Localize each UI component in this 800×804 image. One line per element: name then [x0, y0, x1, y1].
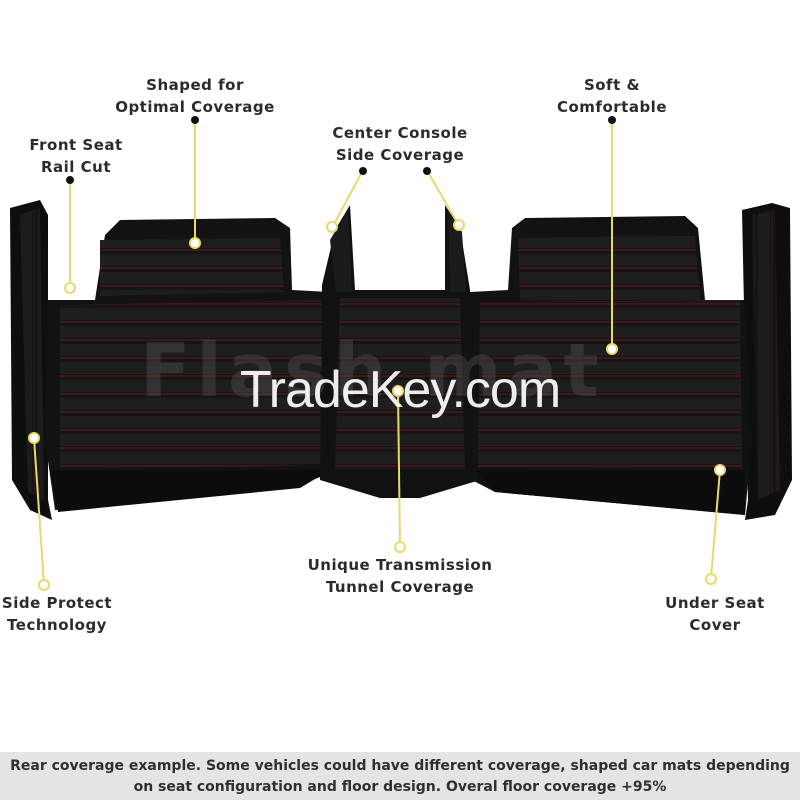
- tradekey-watermark: TradeKey.com: [239, 361, 561, 419]
- callout-tunnel-coverage: Unique Transmission Tunnel Coverage: [307, 556, 493, 596]
- callout-front-seat-rail: Front Seat Rail Cut: [29, 136, 123, 176]
- callout-soft-comfortable: Soft & Comfortable: [556, 76, 668, 116]
- callout-lines: [33, 120, 721, 585]
- coverage-caption: Rear coverage example. Some vehicles cou…: [0, 752, 800, 800]
- callout-under-seat: Under Seat Cover: [665, 594, 765, 634]
- caption-line-1: Rear coverage example. Some vehicles cou…: [10, 758, 790, 774]
- callout-side-protect: Side Protect Technology: [1, 594, 113, 634]
- callout-center-console: Center Console Side Coverage: [332, 124, 468, 164]
- caption-line-2: on seat configuration and floor design. …: [133, 779, 667, 795]
- callout-dots: [28, 116, 726, 591]
- brand-watermark: Flash mat: [140, 328, 605, 414]
- callout-shaped-coverage: Shaped for Optimal Coverage: [115, 76, 275, 116]
